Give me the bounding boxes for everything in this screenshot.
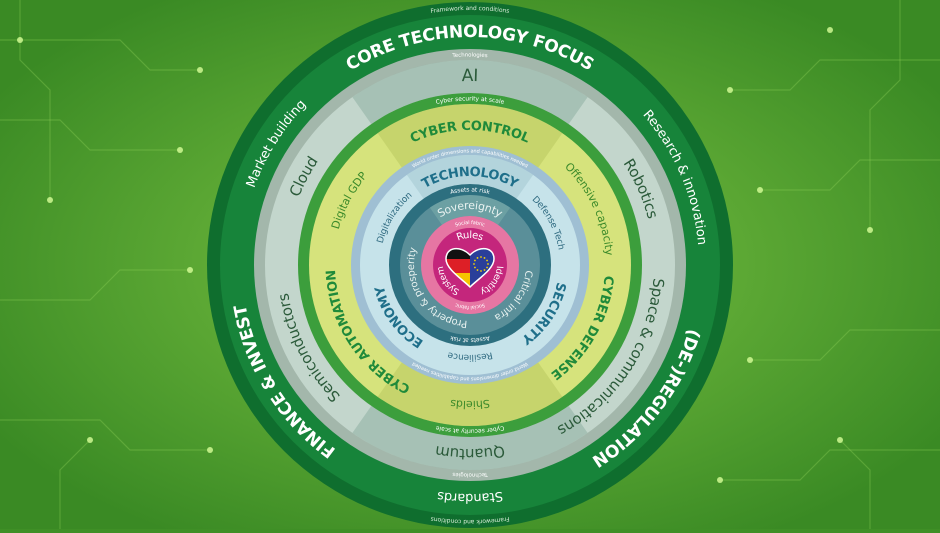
circuit-node xyxy=(837,437,843,443)
circuit-trace xyxy=(0,419,210,451)
label-social-bottom: Social fabric xyxy=(454,302,486,311)
sector-highlight xyxy=(352,59,588,125)
circuit-node xyxy=(197,67,203,73)
label-cyber-band-bottom: Cyber security at scale xyxy=(435,424,505,435)
circuit-node xyxy=(87,437,93,443)
circuit-node xyxy=(717,477,723,483)
label-framework-top: Framework and conditions xyxy=(430,4,510,14)
label-technologies-top: Technologies xyxy=(451,52,488,59)
circuit-trace xyxy=(750,329,940,361)
circuit-trace xyxy=(19,0,51,200)
circuit-trace xyxy=(720,449,940,481)
label-technology-0: AI xyxy=(462,66,479,86)
circuit-trace xyxy=(869,0,901,230)
circuit-trace xyxy=(0,39,200,71)
circuit-trace xyxy=(730,59,940,91)
circuit-trace xyxy=(760,159,940,191)
label-cyber-band-top: Cyber security at scale xyxy=(435,95,505,106)
circuit-node xyxy=(177,147,183,153)
sector-highlight xyxy=(377,103,563,168)
circuit-node xyxy=(757,187,763,193)
circuit-trace xyxy=(839,439,871,529)
circuit-trace xyxy=(0,269,190,301)
circuit-node xyxy=(207,447,213,453)
label-outer-3: Standards xyxy=(436,488,504,505)
circuit-node xyxy=(867,227,873,233)
sector-highlight xyxy=(352,405,588,471)
label-assets-bottom: Assets at risk xyxy=(449,334,491,344)
heart-de-eu-flag-icon xyxy=(445,247,495,289)
circuit-trace xyxy=(59,439,91,529)
sector-highlight xyxy=(406,155,534,199)
circuit-node xyxy=(187,267,193,273)
label-domain-3: Resilience xyxy=(446,350,493,363)
label-cyber-3: Shields xyxy=(449,397,490,411)
label-assets-top: Assets at risk xyxy=(449,186,491,196)
sector-highlight xyxy=(429,194,511,225)
label-technologies-bottom: Technologies xyxy=(452,471,489,478)
circuit-node xyxy=(17,37,23,43)
circuit-node xyxy=(47,197,53,203)
sector-highlight xyxy=(377,362,563,426)
label-framework-bottom: Framework and conditions xyxy=(430,515,510,525)
label-social-top: Social fabric xyxy=(454,219,486,228)
circuit-node xyxy=(827,27,833,33)
circuit-node xyxy=(727,87,733,93)
circuit-node xyxy=(747,357,753,363)
circuit-trace xyxy=(0,119,180,151)
label-technology-3: Quantum xyxy=(434,442,506,463)
